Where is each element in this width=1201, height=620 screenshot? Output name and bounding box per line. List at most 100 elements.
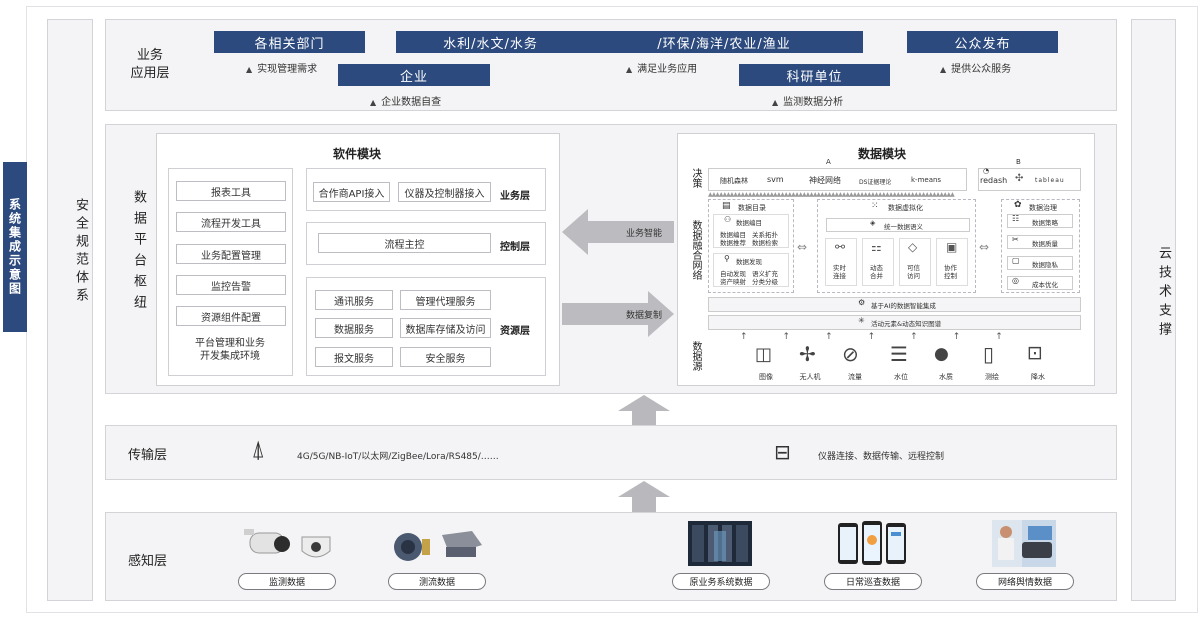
catalog-sub2-item-4: 分类分级 <box>752 278 778 286</box>
pill-monitoring: 监测数据 <box>238 573 336 590</box>
catalog-sub2-item-2: 语义扩充 <box>752 270 778 278</box>
transport-title: 传输层 <box>128 448 168 463</box>
catalog-sub1 <box>713 214 789 248</box>
note-mgmt: 实现管理需求 <box>246 60 317 75</box>
water-box: 水利/水文/水务 <box>396 31 585 53</box>
graph-bar <box>708 315 1081 330</box>
algo-rf: 随机森林 <box>720 177 748 185</box>
label-a: A <box>826 158 831 166</box>
source-water-level: 水位 <box>894 373 908 381</box>
opinion-photo <box>992 520 1056 567</box>
tool-redash: redash <box>980 176 1008 185</box>
enterprise-box: 企业 <box>338 64 490 86</box>
virtual-item-1-box <box>825 238 857 286</box>
triangle-row: ▲▲▲▲▲▲▲▲▲▲▲▲▲▲▲▲▲▲▲▲▲▲▲▲▲▲▲▲▲▲▲▲▲▲▲▲▲▲▲▲… <box>708 191 955 198</box>
public-box: 公众发布 <box>907 31 1058 53</box>
source-label: 数据源 <box>690 341 701 371</box>
flow-control: 流程主控 <box>318 233 491 253</box>
catalog-sub1-title: 数据编目 <box>736 219 762 227</box>
note-research: 监测数据分析 <box>772 93 843 108</box>
source-arrows: ↑↑↑↑↑↑↑ <box>740 332 1038 342</box>
catalog-sub2-icon: ⚲ <box>724 254 730 263</box>
exchange-arrow-icon: ⇔ <box>797 240 808 254</box>
drone-icon: ✢ <box>799 342 816 366</box>
semantic-icon: ◈ <box>870 219 876 227</box>
source-survey: 测绘 <box>985 373 999 381</box>
pill-opinion: 网络舆情数据 <box>976 573 1074 590</box>
tools-footer: 平台管理和业务开发集成环境 <box>195 338 265 362</box>
gov-item-2-box <box>1007 235 1073 249</box>
algo-svm: svm <box>767 175 784 184</box>
security-service: 安全服务 <box>400 347 491 367</box>
security-column-label: 安全规范体系 <box>73 198 88 306</box>
tableau-icon: ✣ <box>1015 173 1024 184</box>
pill-legacy: 原业务系统数据 <box>672 573 770 590</box>
ai-bar-label: 基于AI的数据智能集成 <box>871 302 936 310</box>
software-title: 软件模块 <box>333 147 382 161</box>
control-sublayer-label: 控制层 <box>500 242 530 253</box>
sensing-layer <box>105 512 1117 601</box>
catalog-sub1-item-3: 数据推荐 <box>720 239 746 247</box>
transport-layer <box>105 425 1117 480</box>
catalog-sub2-item-3: 资产映射 <box>720 278 746 286</box>
decision-label: 决策 <box>690 168 701 188</box>
pill-flow: 测流数据 <box>388 573 486 590</box>
water-level-icon: ☰ <box>890 342 908 366</box>
dept-box: 各相关部门 <box>214 31 365 53</box>
virtual-item-2-label: 动态合并 <box>870 264 883 280</box>
env-box: /环保/海洋/农业/渔业 <box>585 31 863 53</box>
virtual-item-2-box <box>862 238 894 286</box>
catalog-sub2-item-1: 自动发现 <box>720 270 746 278</box>
side-label: 系统集成示意图 <box>3 162 27 332</box>
right-arrow-label: 数据复制 <box>626 311 663 321</box>
semantic-bar <box>826 218 970 232</box>
virtual-icon: ⁙ <box>871 201 879 211</box>
semantic-label: 统一数据语义 <box>884 223 923 231</box>
catalog-sub1-item-2: 关系拓扑 <box>752 231 778 239</box>
security-column <box>47 19 93 601</box>
data-service: 数据服务 <box>315 318 393 338</box>
source-flow: 流量 <box>848 373 862 381</box>
note-public: 提供公众服务 <box>940 60 1011 75</box>
message-service: 报文服务 <box>315 347 393 367</box>
diamond-icon: ◇ <box>908 240 918 254</box>
algo-kmeans: k-means <box>911 176 942 184</box>
catalog-sub1-icon: ⚇ <box>724 215 732 224</box>
algorithm-bar <box>708 168 967 191</box>
gov-item-3: 数据隐私 <box>1032 261 1058 269</box>
merge-icon: ⚏ <box>871 240 882 254</box>
catalog-sub2-title: 数据发现 <box>736 258 762 266</box>
algo-nn: 神经网络 <box>809 176 841 185</box>
tool-alert: 监控告警 <box>176 275 286 295</box>
catalog-icon: ▤ <box>722 201 731 211</box>
tool-report: 报表工具 <box>176 181 286 201</box>
ai-icon: ⚙ <box>858 298 866 307</box>
quality-icon: ✂ <box>1012 235 1019 244</box>
ai-bar <box>708 297 1081 312</box>
cloud-column <box>1131 19 1176 601</box>
protocol-text: 4G/5G/NB-IoT/以太网/ZigBee/Lora/RS485/…… <box>297 452 499 462</box>
device-access: 仪器及控制器接入 <box>398 182 491 202</box>
data-module-title: 数据模块 <box>858 147 907 161</box>
tool-resource: 资源组件配置 <box>176 306 286 326</box>
right-arrow <box>562 291 674 337</box>
strategy-icon: ☷ <box>1012 214 1020 223</box>
catalog-sub1-item-4: 数据检索 <box>752 239 778 247</box>
virtual-item-3-box <box>899 238 931 286</box>
camera-photo <box>244 529 331 558</box>
water-quality-icon: ● <box>934 344 949 364</box>
tools-panel <box>168 168 293 376</box>
graph-icon: ✳ <box>858 316 865 325</box>
left-arrow-label: 业务智能 <box>626 229 663 239</box>
up-arrow-1 <box>618 395 670 425</box>
bi-tools-bar <box>978 168 1081 191</box>
antenna-icon: ⍋ <box>251 435 266 463</box>
gov-item-1: 数据策略 <box>1032 219 1058 227</box>
gov-item-2: 数据质量 <box>1032 240 1058 248</box>
sensing-title: 感知层 <box>128 554 168 569</box>
virtual-item-3-label: 可信访问 <box>907 264 920 280</box>
gov-item-4-box <box>1007 276 1073 290</box>
redash-icon: ◔ <box>983 167 990 175</box>
left-arrow <box>562 209 674 255</box>
source-drone: 无人机 <box>799 373 821 381</box>
